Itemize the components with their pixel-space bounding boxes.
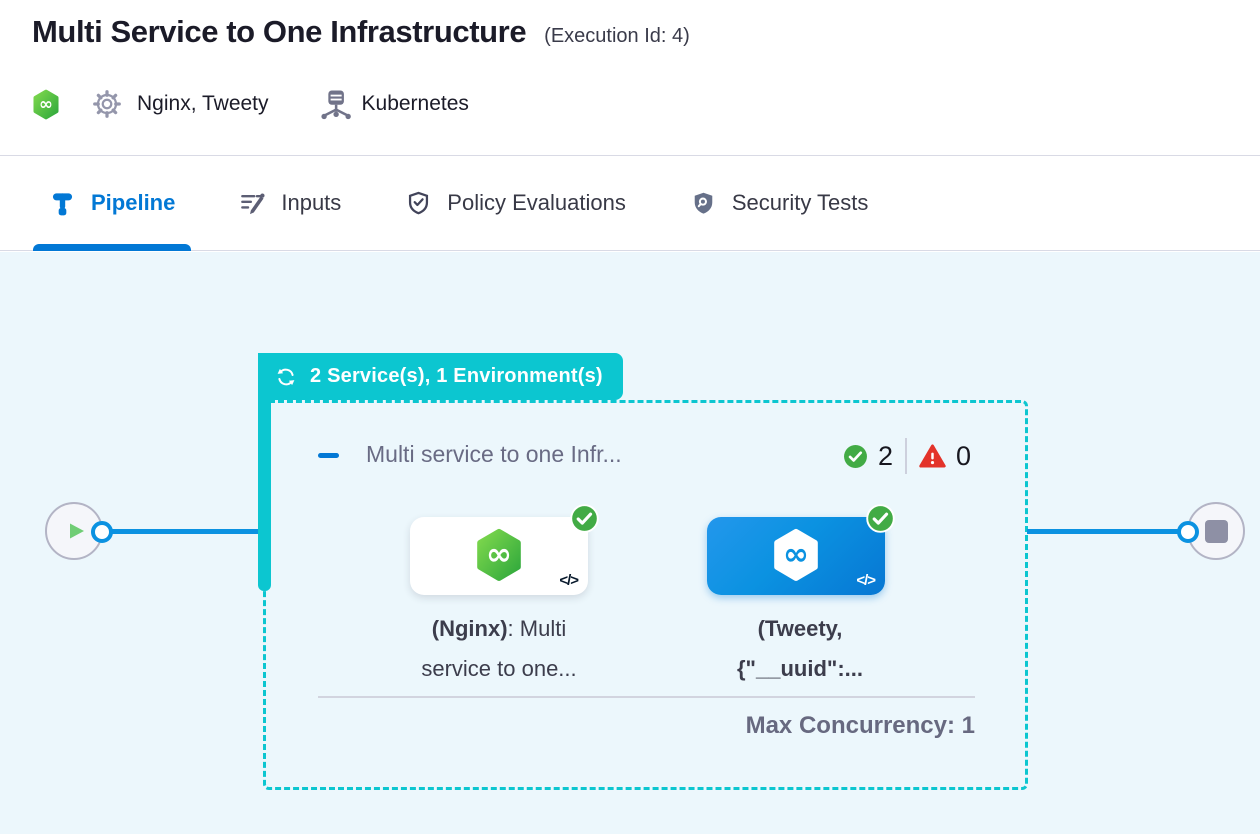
- harness-cd-icon-blue: ∞: [774, 528, 818, 581]
- stage-collapse-button[interactable]: [318, 453, 339, 458]
- node-success-badge: [866, 504, 895, 533]
- page-title: Multi Service to One Infrastructure: [32, 14, 527, 49]
- harness-cd-icon-green: ∞: [477, 528, 521, 581]
- infrastructure-icon: [320, 90, 351, 120]
- tab-inputs-label: Inputs: [281, 190, 342, 215]
- tab-policy-evaluations[interactable]: Policy Evaluations: [389, 156, 642, 251]
- harness-service-icon: ∞: [33, 89, 59, 119]
- play-icon: [69, 523, 84, 539]
- gear-icon: [93, 90, 121, 118]
- services-label: Nginx, Tweety: [137, 92, 269, 115]
- tab-pipeline-label: Pipeline: [91, 190, 176, 215]
- success-count: 2: [878, 440, 894, 471]
- tab-security-tests[interactable]: Security Tests: [674, 156, 885, 251]
- tab-bar: Pipeline Inputs: [0, 156, 1260, 251]
- node-label-nginx: (Nginx): Multi service to one...: [421, 616, 577, 681]
- stage-title[interactable]: Multi service to one Infr...: [366, 441, 622, 467]
- stage-group-box: [263, 400, 1028, 790]
- stage-group-left-bar: [258, 353, 271, 591]
- page-header: Multi Service to One Infrastructure (Exe…: [0, 0, 1260, 156]
- code-icon: </>: [856, 572, 876, 589]
- tab-inputs[interactable]: Inputs: [223, 156, 357, 251]
- pipeline-icon: [52, 192, 73, 215]
- max-concurrency-label: Max Concurrency: 1: [745, 712, 975, 739]
- tab-policy-evaluations-label: Policy Evaluations: [447, 190, 626, 215]
- start-connector-port: [91, 521, 113, 543]
- stop-icon: [1204, 519, 1228, 543]
- service-node-nginx[interactable]: ∞ </>: [410, 517, 588, 595]
- success-check-icon: [844, 444, 867, 468]
- error-warning-icon: [919, 443, 946, 467]
- loop-icon: [277, 368, 295, 385]
- stage-status-counters: 2 0: [843, 438, 971, 474]
- svg-text:∞: ∞: [783, 536, 809, 572]
- tab-pipeline[interactable]: Pipeline: [33, 156, 192, 251]
- stage-group-badge-label: 2 Service(s), 1 Environment(s): [310, 365, 603, 387]
- title-row: Multi Service to One Infrastructure (Exe…: [32, 14, 690, 50]
- svg-text:∞: ∞: [486, 536, 512, 572]
- active-tab-underline: [33, 243, 192, 251]
- execution-id-label: (Execution Id: 4): [544, 25, 690, 47]
- tab-security-tests-label: Security Tests: [731, 190, 869, 215]
- end-connector-port: [1177, 521, 1199, 543]
- stage-group-badge[interactable]: 2 Service(s), 1 Environment(s): [258, 353, 623, 400]
- infrastructure-label: Kubernetes: [361, 92, 469, 115]
- security-shield-icon: [694, 192, 713, 214]
- svg-text:∞: ∞: [39, 94, 53, 113]
- stage-footer-divider: [318, 696, 975, 698]
- error-count: 0: [956, 440, 972, 471]
- edge-start-to-stage: [111, 529, 259, 534]
- edge-stage-to-end: [1027, 529, 1179, 534]
- service-node-tweety[interactable]: ∞ </>: [707, 517, 885, 595]
- inputs-icon: [241, 192, 265, 214]
- node-label-tweety: (Tweety, {"__uuid":...: [737, 616, 863, 681]
- pipeline-canvas: 2 Service(s), 1 Environment(s) Multi ser…: [0, 252, 1260, 834]
- status-separator: [905, 438, 908, 474]
- policy-shield-check-icon: [409, 191, 429, 214]
- execution-meta-row: ∞ Nginx, Tweety: [32, 86, 469, 122]
- node-success-badge: [570, 504, 599, 533]
- code-icon: </>: [559, 572, 579, 589]
